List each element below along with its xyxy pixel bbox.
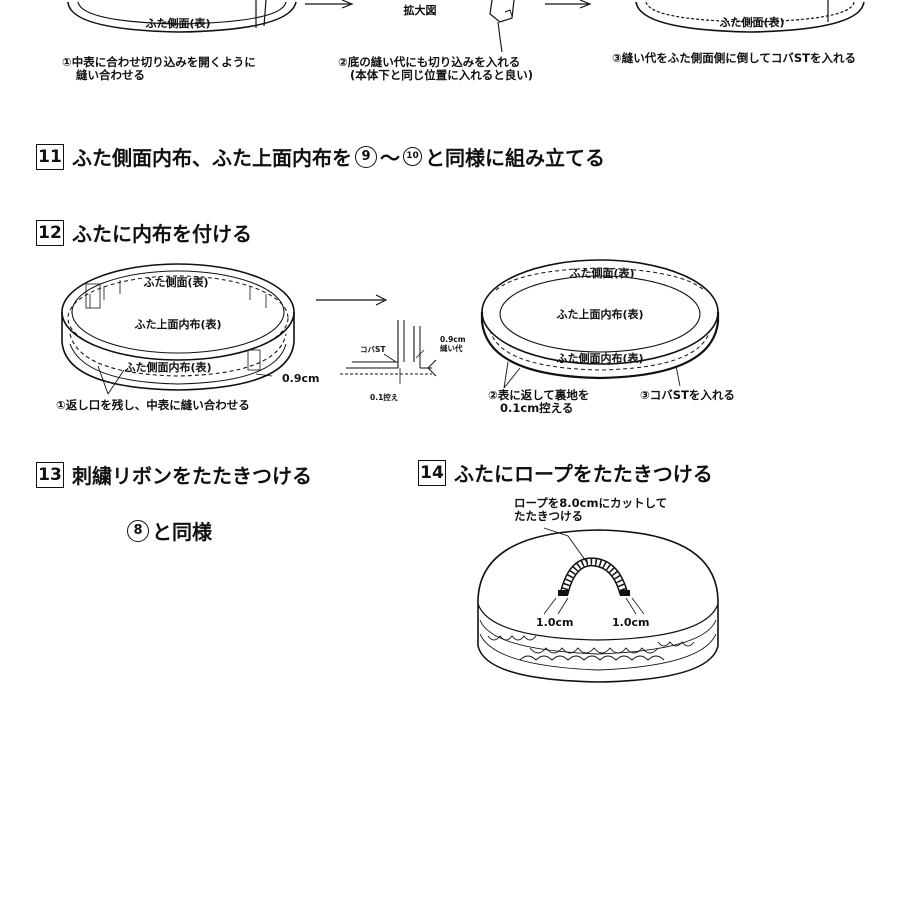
ribbon-pattern — [479, 619, 717, 671]
step14-note: ロープを8.0cmにカットして たたきつける — [514, 497, 667, 523]
step14-left-measure: 1.0cm — [536, 616, 573, 629]
enlarge-label: 拡大図 — [404, 3, 437, 17]
step12-right-lid: ふた側面(表) ふた上面内布(表) ふた側面内布(表) — [480, 259, 720, 389]
step12-left-measure: 0.9cm — [282, 372, 319, 385]
step12-left-side-label: ふた側面(表) — [143, 275, 208, 289]
step12-detail-seam-measure: 0.9cm — [440, 335, 466, 344]
step-12-heading: 12 ふたに内布を付ける — [36, 218, 252, 247]
rope-loop — [558, 557, 630, 596]
top-caption-1-line1: ①中表に合わせ切り込みを開くように — [62, 55, 256, 69]
step-11-ref-b: 10 — [403, 147, 422, 166]
fig1-label: ふた側面(表) — [145, 16, 210, 30]
step12-right-caption-3: ③コバSTを入れる — [640, 388, 735, 402]
step12-right-inner-label: ふた側面内布(表) — [556, 351, 643, 365]
step-11-number: 11 — [36, 143, 64, 170]
step12-right-caption-2: ②表に返して裏地を 0.1cm控える — [488, 389, 589, 415]
step14-right-measure: 1.0cm — [612, 616, 649, 629]
arrow-1 — [305, 0, 354, 9]
step14-note-line1: ロープを8.0cmにカットして — [514, 496, 668, 510]
step12-detail-kobast: コバST — [360, 345, 386, 354]
step12-right-top-label: ふた上面内布(表) — [556, 307, 643, 321]
step14-note-line2: たたきつける — [514, 509, 583, 523]
top-caption-2-line1: ②底の縫い代にも切り込みを入れる — [338, 55, 521, 69]
step12-right-side-label: ふた側面(表) — [569, 266, 634, 280]
top-caption-1: ①中表に合わせ切り込みを開くように 縫い合わせる — [62, 56, 256, 82]
step-13-ref-text: と同様 — [152, 520, 212, 544]
step-11-tilde: 〜 — [380, 146, 400, 170]
step-14-text: ふたにロープをたたきつける — [454, 462, 713, 486]
step12-right-caption-2-line2: 0.1cm控える — [500, 401, 574, 415]
step12-left-lid: ふた側面(表) ふた上面内布(表) ふた側面内布(表) 0.9cm — [61, 263, 319, 395]
step-13-heading: 13 刺繍リボンをたたきつける — [36, 460, 312, 489]
step-11-text-after: と同様に組み立てる — [425, 146, 605, 170]
step-11-ref-a: 9 — [355, 145, 377, 168]
step12-left-caption: ①返し口を残し、中表に縫い合わせる — [56, 398, 250, 412]
step12-detail-offset: 0.1控え — [370, 392, 398, 402]
step-14-number: 14 — [418, 459, 446, 486]
step-12-text: ふたに内布を付ける — [72, 222, 252, 246]
fig3-lid-side-ring: ふた側面(表) — [635, 0, 865, 33]
step-13-number: 13 — [36, 461, 64, 488]
fig1-lid-side-ring: ふた側面(表) — [67, 0, 297, 33]
step-12-diagrams: ふた側面(表) ふた上面内布(表) ふた側面内布(表) 0.9cm コバST 0… — [61, 259, 720, 402]
lid-top-outline — [477, 529, 719, 601]
enlarged-view: 拡大図 — [404, 0, 515, 53]
fig3-label: ふた側面(表) — [719, 15, 784, 29]
step12-seam-detail: コバST 0.9cm 縫い代 0.1控え — [340, 320, 466, 402]
step12-right-caption-2-line1: ②表に返して裏地を — [488, 388, 590, 402]
step12-arrow — [316, 294, 388, 306]
step-13-ref-number: 8 — [127, 519, 149, 542]
top-caption-3: ③縫い代をふた側面側に倒してコバSTを入れる — [612, 52, 856, 65]
step-13-reference: 8 と同様 — [124, 516, 212, 545]
step-14-heading: 14 ふたにロープをたたきつける — [418, 458, 713, 487]
step-11-text-before: ふた側面内布、ふた上面内布を — [72, 146, 352, 170]
top-diagrams: ふた側面(表) 拡大図 ふた側面(表) — [67, 0, 865, 53]
top-caption-2-line2: (本体下と同じ位置に入れると良い) — [350, 68, 534, 82]
step12-left-top-label: ふた上面内布(表) — [134, 317, 221, 331]
step-12-number: 12 — [36, 219, 64, 246]
step14-lid-with-rope: 1.0cm 1.0cm — [477, 527, 719, 683]
step12-left-inner-label: ふた側面内布(表) — [124, 360, 211, 374]
step12-detail-seam-label: 縫い代 — [440, 343, 463, 353]
top-caption-1-line2: 縫い合わせる — [76, 68, 145, 82]
top-caption-2: ②底の縫い代にも切り込みを入れる (本体下と同じ位置に入れると良い) — [338, 56, 533, 82]
arrow-2 — [545, 0, 592, 9]
step-13-text: 刺繍リボンをたたきつける — [72, 464, 312, 488]
step-11-heading: 11 ふた側面内布、ふた上面内布を 9 〜 10 と同様に組み立てる — [36, 142, 605, 171]
top-caption-3-text: ③縫い代をふた側面側に倒してコバSTを入れる — [612, 51, 857, 65]
